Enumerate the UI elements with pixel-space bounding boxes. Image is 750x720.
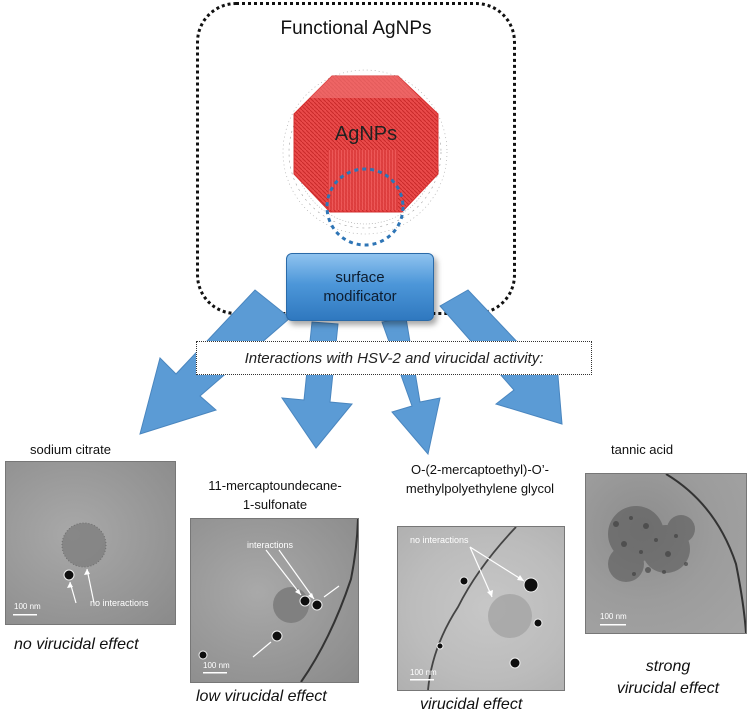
compound-line: methylpolyethylene glycol — [405, 481, 555, 496]
effect-line: strong — [645, 658, 691, 675]
tem-image-sodium-citrate: no interactions 100 nm — [5, 461, 176, 625]
effect-label-sulfonate: low virucidal effect — [196, 686, 327, 708]
effect-line: no virucidal effect — [14, 636, 139, 653]
compound-line: O-(2-mercaptoethyl)-O’- — [411, 462, 549, 477]
zoom-circle — [325, 167, 405, 247]
agnp-particle-illustration: AgNPs — [282, 69, 448, 247]
compound-line: 1-sulfonate — [242, 497, 308, 512]
surface-label-line-2: modificator — [323, 288, 397, 305]
compound-label-sulfonate: 11-mercaptoundecane- 1-sulfonate — [180, 476, 370, 514]
effect-line: virucidal effect — [616, 680, 720, 697]
surface-label-line-1: surface — [335, 269, 385, 286]
compound-line: 11-mercaptoundecane- — [208, 478, 342, 493]
effect-label-sodium-citrate: no virucidal effect — [14, 634, 139, 656]
effect-label-tannic-acid: strong virucidal effect — [588, 656, 748, 700]
agnps-label: AgNPs — [335, 123, 397, 145]
micro-annotation: no interactions — [90, 598, 149, 608]
scale-bar-label: 100 nm — [600, 612, 627, 621]
effect-line: virucidal effect — [420, 696, 523, 713]
scale-bar-label: 100 nm — [203, 661, 230, 670]
tem-image-peg: no interactions 100 nm — [397, 526, 565, 691]
tem-image-tannic-acid: 100 nm — [585, 473, 747, 634]
tem-image-sulfonate: interactions 100 nm — [190, 518, 359, 683]
compound-label-tannic-acid: tannic acid — [611, 440, 673, 459]
surface-modificator-button: surface modificator — [286, 253, 434, 321]
diagram-title: Functional AgNPs — [280, 18, 432, 39]
micro-annotation: interactions — [247, 540, 294, 550]
arrow-peg — [381, 317, 441, 456]
effect-line: low virucidal effect — [196, 688, 327, 705]
micro-annotation: no interactions — [410, 535, 469, 545]
compound-line: tannic acid — [611, 442, 674, 457]
compound-line: sodium citrate — [30, 442, 111, 457]
compound-label-peg: O-(2-mercaptoethyl)-O’- methylpolyethyle… — [380, 460, 580, 498]
effect-label-peg: virucidal effect — [420, 694, 522, 716]
scale-bar-label: 100 nm — [410, 668, 437, 677]
compound-label-sodium-citrate: sodium citrate — [30, 440, 111, 459]
interactions-box: Interactions with HSV-2 and virucidal ac… — [196, 341, 592, 375]
scale-bar-label: 100 nm — [14, 602, 41, 611]
interactions-heading: Interactions with HSV-2 and virucidal ac… — [244, 349, 544, 367]
